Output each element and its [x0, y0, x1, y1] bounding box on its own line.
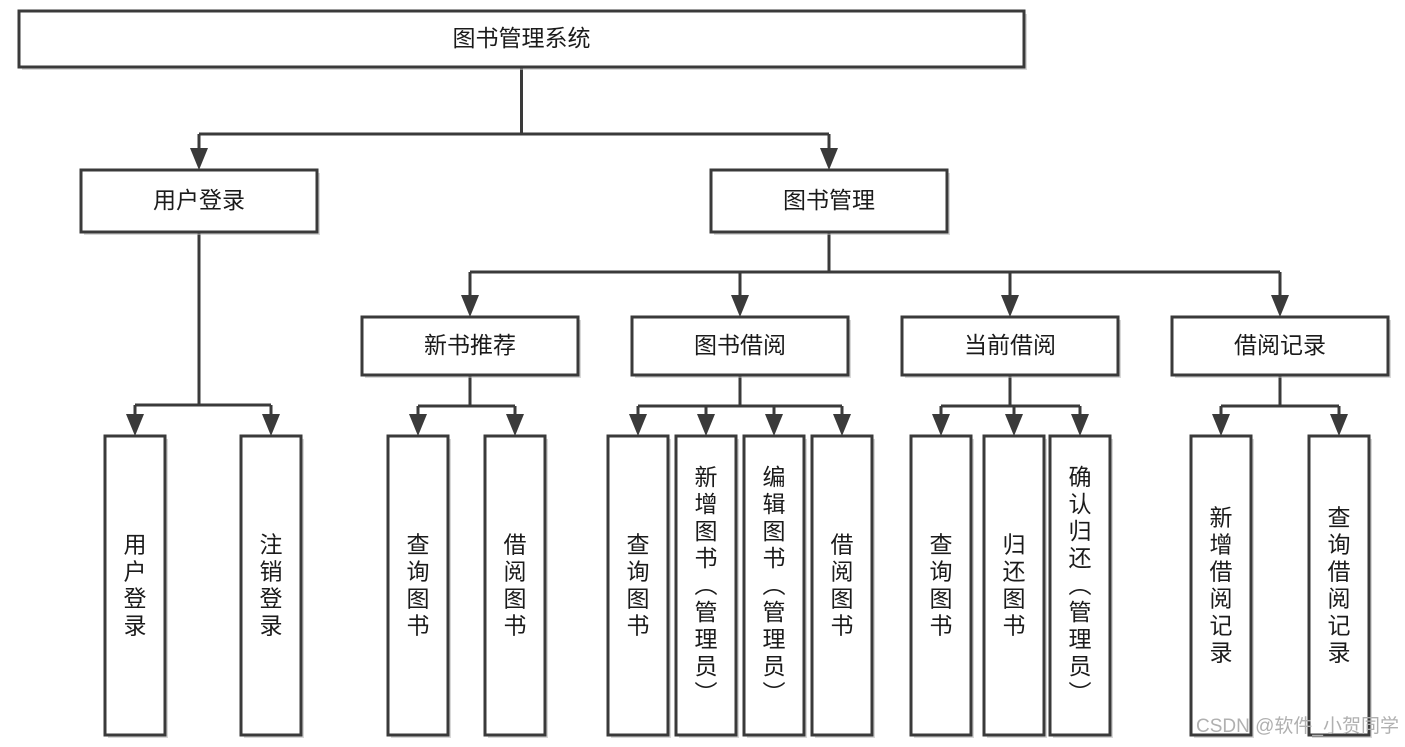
node-box[interactable] [483, 434, 547, 737]
arrow-head-icon [833, 414, 851, 436]
node-label: 当前借阅 [964, 332, 1056, 358]
node-label: 用户登录 [124, 532, 147, 639]
node-label: 查询图书 [930, 532, 953, 639]
node-label: 借阅图书 [504, 532, 527, 639]
node-label: 查询图书 [627, 532, 650, 639]
node-box[interactable] [1189, 434, 1253, 737]
connector-layer [126, 67, 1348, 436]
node-record-add[interactable]: 新增借阅记录 [1189, 434, 1254, 738]
node-box[interactable] [909, 434, 973, 737]
node-box[interactable] [79, 168, 319, 234]
node-label: 查询图书 [407, 532, 430, 639]
node-book-management[interactable]: 图书管理 [709, 168, 950, 235]
node-label: 图书借阅 [694, 332, 786, 358]
node-box[interactable] [630, 315, 850, 377]
node-label: 新书推荐 [424, 332, 516, 358]
watermark-layer: CSDN @软件_小贺同学 [1196, 715, 1399, 737]
node-layer: 图书管理系统用户登录用户登录注销登录图书管理新书推荐查询图书借阅图书图书借阅查询… [17, 9, 1391, 738]
node-new-book-recommend[interactable]: 新书推荐 [360, 315, 581, 378]
arrow-head-icon [461, 295, 479, 317]
node-user-login-signout[interactable]: 注销登录 [239, 434, 304, 738]
node-current-return-book[interactable]: 归还图书 [982, 434, 1047, 738]
arrow-head-icon [1212, 414, 1230, 436]
node-label: 注销登录 [260, 532, 283, 639]
node-borrow-borrow-book[interactable]: 借阅图书 [810, 434, 875, 738]
node-label: 借阅记录 [1234, 332, 1326, 358]
node-label: 编辑图书︵管理员︶ [763, 464, 786, 706]
arrow-head-icon [731, 295, 749, 317]
arrow-head-icon [1330, 414, 1348, 436]
node-box[interactable] [1307, 434, 1371, 737]
node-borrow-add-book[interactable]: 新增图书︵管理员︶ [674, 434, 739, 738]
node-label: 借阅图书 [831, 532, 854, 639]
node-record-query[interactable]: 查询借阅记录 [1307, 434, 1372, 738]
arrow-head-icon [820, 148, 838, 170]
node-box[interactable] [606, 434, 670, 737]
arrow-head-icon [765, 414, 783, 436]
node-box[interactable] [674, 434, 738, 737]
node-box[interactable] [742, 434, 806, 737]
node-box[interactable] [103, 434, 167, 737]
node-user-login-signin[interactable]: 用户登录 [103, 434, 168, 738]
arrow-head-icon [190, 148, 208, 170]
node-box[interactable] [982, 434, 1046, 737]
arrow-head-icon [506, 414, 524, 436]
node-user-login[interactable]: 用户登录 [79, 168, 320, 235]
node-label: 确认归还︵管理员︶ [1069, 464, 1092, 706]
arrow-head-icon [1271, 295, 1289, 317]
node-box[interactable] [900, 315, 1120, 377]
arrow-head-icon [1005, 414, 1023, 436]
node-label: 图书管理系统 [453, 25, 591, 51]
arrow-head-icon [932, 414, 950, 436]
arrow-head-icon [629, 414, 647, 436]
node-box[interactable] [360, 315, 580, 377]
arrow-head-icon [126, 414, 144, 436]
node-box[interactable] [810, 434, 874, 737]
node-label: 新增图书︵管理员︶ [695, 464, 718, 706]
node-box[interactable] [239, 434, 303, 737]
node-label: 图书管理 [783, 187, 875, 213]
node-borrow-query-book[interactable]: 查询图书 [606, 434, 671, 738]
node-label: 归还图书 [1003, 532, 1026, 639]
node-box[interactable] [17, 9, 1026, 69]
arrow-head-icon [1001, 295, 1019, 317]
node-current-confirm-return[interactable]: 确认归还︵管理员︶ [1048, 434, 1113, 738]
node-borrow-record[interactable]: 借阅记录 [1170, 315, 1391, 378]
node-recommend-query-book[interactable]: 查询图书 [386, 434, 451, 738]
node-book-borrow[interactable]: 图书借阅 [630, 315, 851, 378]
arrow-head-icon [1071, 414, 1089, 436]
csdn-watermark: CSDN @软件_小贺同学 [1196, 715, 1399, 737]
node-label: 用户登录 [153, 187, 245, 213]
node-box[interactable] [1048, 434, 1112, 737]
node-current-borrow[interactable]: 当前借阅 [900, 315, 1121, 378]
node-recommend-borrow-book[interactable]: 借阅图书 [483, 434, 548, 738]
node-box[interactable] [386, 434, 450, 737]
node-current-query-book[interactable]: 查询图书 [909, 434, 974, 738]
arrow-head-icon [262, 414, 280, 436]
node-borrow-edit-book[interactable]: 编辑图书︵管理员︶ [742, 434, 807, 738]
node-label: 新增借阅记录 [1210, 505, 1233, 666]
node-label: 查询借阅记录 [1328, 505, 1351, 666]
node-box[interactable] [709, 168, 949, 234]
node-box[interactable] [1170, 315, 1390, 377]
arrow-head-icon [697, 414, 715, 436]
node-root[interactable]: 图书管理系统 [17, 9, 1027, 70]
arrow-head-icon [409, 414, 427, 436]
